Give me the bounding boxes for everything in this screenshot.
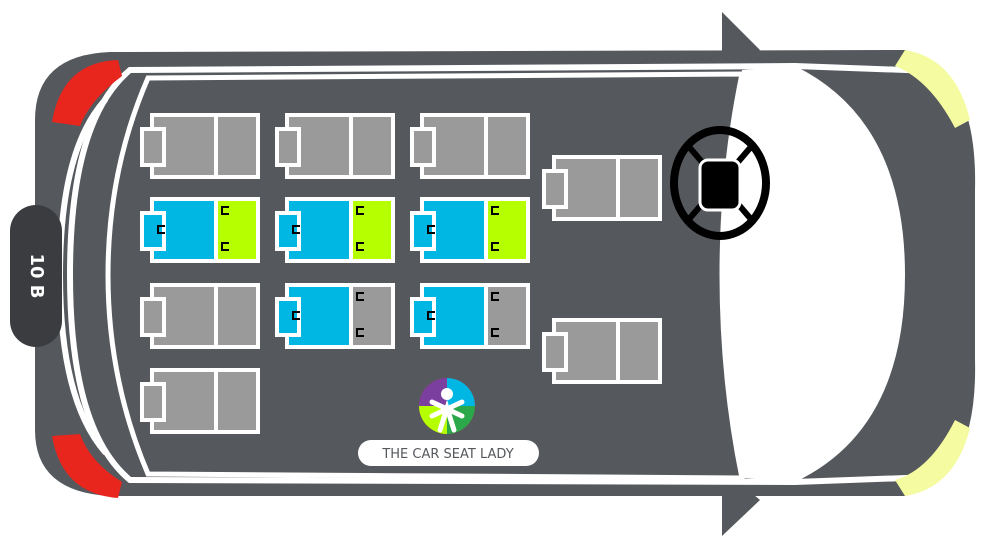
seat-layer bbox=[140, 113, 662, 434]
headlight-icon bbox=[895, 50, 970, 128]
seat-armrest bbox=[279, 131, 297, 163]
seat-armrest bbox=[144, 301, 162, 333]
seat-back bbox=[218, 372, 256, 430]
brand-label: THE CAR SEAT LADY bbox=[381, 447, 513, 462]
latch-anchor-icon bbox=[491, 242, 499, 251]
seat-icon bbox=[542, 318, 662, 384]
seat-armrest bbox=[144, 215, 162, 247]
seat-armrest bbox=[414, 215, 432, 247]
headlight-icon bbox=[895, 420, 970, 496]
seat-back bbox=[353, 117, 391, 175]
seat-icon bbox=[410, 113, 530, 179]
taillight-icon bbox=[52, 434, 122, 498]
seat-armrest bbox=[414, 301, 432, 333]
latch-anchor-icon bbox=[292, 225, 300, 234]
latch-anchor-icon bbox=[427, 311, 435, 320]
seat-back bbox=[620, 322, 658, 380]
seat-icon bbox=[275, 113, 395, 179]
latch-anchor-icon bbox=[221, 242, 229, 251]
seat-icon bbox=[542, 155, 662, 221]
seat-back bbox=[620, 159, 658, 217]
latch-anchor-icon bbox=[427, 225, 435, 234]
seat-icon bbox=[140, 197, 260, 263]
seat-icon bbox=[275, 283, 395, 349]
seat-armrest bbox=[546, 173, 564, 205]
seat-back bbox=[488, 117, 526, 175]
taillight-icon bbox=[52, 60, 122, 126]
seat-armrest bbox=[279, 301, 297, 333]
latch-anchor-icon bbox=[491, 206, 499, 215]
vehicle-badge: 10 B bbox=[10, 205, 62, 347]
latch-anchor-icon bbox=[356, 292, 364, 301]
latch-anchor-icon bbox=[356, 206, 364, 215]
seat-armrest bbox=[144, 131, 162, 163]
latch-anchor-icon bbox=[221, 206, 229, 215]
vehicle-badge-label: 10 B bbox=[26, 253, 47, 298]
latch-anchor-icon bbox=[157, 225, 165, 234]
brand-label-pill: THE CAR SEAT LADY bbox=[358, 440, 539, 466]
latch-anchor-icon bbox=[491, 328, 499, 337]
seat-icon bbox=[410, 197, 530, 263]
car-seat-lady-logo bbox=[419, 378, 475, 434]
seat-armrest bbox=[144, 386, 162, 418]
seat-back bbox=[218, 287, 256, 345]
seat-icon bbox=[140, 113, 260, 179]
latch-anchor-icon bbox=[292, 311, 300, 320]
seat-back bbox=[218, 117, 256, 175]
seat-icon bbox=[140, 368, 260, 434]
seat-armrest bbox=[279, 215, 297, 247]
seat-armrest bbox=[546, 336, 564, 368]
seat-icon bbox=[410, 283, 530, 349]
seat-armrest bbox=[414, 131, 432, 163]
steering-wheel-icon bbox=[670, 126, 770, 240]
seat-icon bbox=[140, 283, 260, 349]
seat-icon bbox=[275, 197, 395, 263]
latch-anchor-icon bbox=[491, 292, 499, 301]
latch-anchor-icon bbox=[356, 328, 364, 337]
latch-anchor-icon bbox=[356, 242, 364, 251]
